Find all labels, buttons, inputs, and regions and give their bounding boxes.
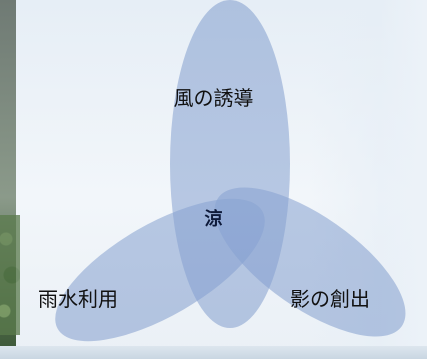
center-label: 涼 [204, 209, 223, 230]
petal-left-label: 雨水利用 [38, 287, 118, 311]
petal-right-label: 影の創出 [290, 287, 370, 311]
petal-top [170, 0, 290, 328]
background-foliage [0, 215, 20, 335]
petal-top-label: 風の誘導 [173, 86, 254, 110]
background-bottom-strip [0, 346, 427, 359]
